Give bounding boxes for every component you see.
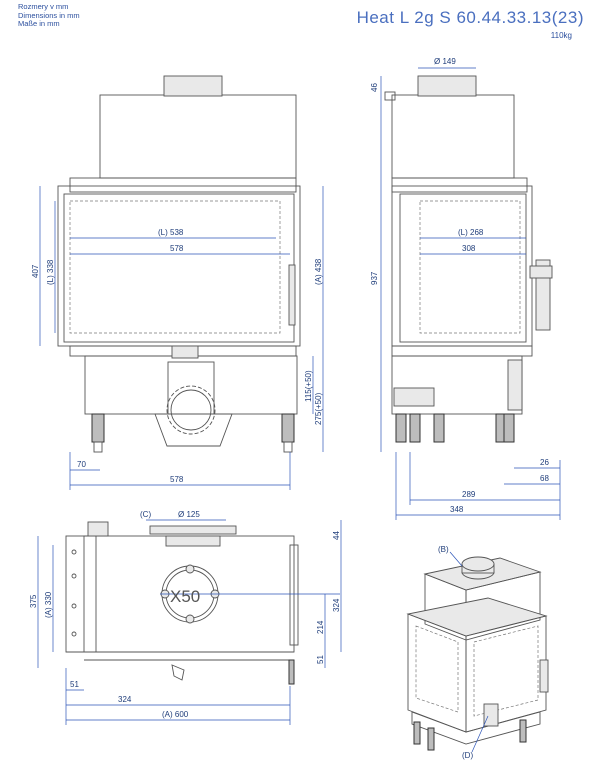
side-dim-bottom-289: 289 (462, 490, 476, 499)
side-dim-top-46: 46 (370, 83, 379, 92)
front-dim-height-438: (A) 438 (314, 258, 323, 285)
top-dim-214: 214 (316, 620, 325, 634)
front-dim-leg-115: 115(+50) (304, 370, 313, 402)
top-dim-51-right: 51 (316, 655, 325, 664)
units-note: Rozmery v mm Dimensions in mm Maße in mm (18, 2, 80, 29)
top-dim-375: 375 (29, 594, 38, 608)
top-center-label: X50 (170, 587, 200, 606)
iso-label-d: (D) (462, 751, 473, 760)
units-cz: Rozmery v mm (18, 2, 69, 11)
top-dim-44: 44 (332, 531, 341, 540)
side-dim-glass-width: (L) 268 (458, 228, 484, 237)
model-title: Heat L 2g S 60.44.33.13(23) (356, 8, 584, 27)
front-dim-bottom-70: 70 (77, 460, 86, 469)
top-dim-600: (A) 600 (162, 710, 189, 719)
top-dim-51-bottom: 51 (70, 680, 79, 689)
front-dim-height-407: 407 (31, 264, 40, 278)
weight-label: 110kg (550, 31, 572, 40)
top-dim-330: (A) 330 (44, 591, 53, 618)
front-dim-bottom-578: 578 (170, 475, 184, 484)
iso-view: (B) (D) (406, 545, 549, 760)
front-view: (L) 538 578 407 (L) 338 (A) 438 115(+50)… (31, 75, 324, 490)
side-dim-inner-width: 308 (462, 244, 476, 253)
iso-label-b: (B) (438, 545, 449, 554)
units-en: Dimensions in mm (18, 10, 80, 20)
front-dim-glass-width: (L) 538 (158, 228, 184, 237)
side-dim-flue: Ø 149 (434, 57, 456, 66)
top-view: (C) Ø 125 44 375 (A) 330 X50 324 214 51 … (29, 510, 342, 725)
front-dim-height-338: (L) 338 (46, 259, 55, 285)
side-dim-right-68: 68 (540, 474, 549, 483)
side-view: 46 Ø 149 937 (L) 268 308 26 68 289 348 (370, 57, 561, 520)
top-label-c: (C) (140, 510, 151, 519)
side-dim-total-937: 937 (370, 271, 379, 285)
front-dim-leg-275: 275(+50) (314, 392, 323, 425)
top-dim-flue: Ø 125 (178, 510, 200, 519)
units-de: Maße in mm (18, 19, 60, 28)
front-dim-inner-width: 578 (170, 244, 184, 253)
side-dim-right-26: 26 (540, 458, 549, 467)
top-dim-324-right: 324 (332, 598, 341, 612)
top-dim-324-bottom: 324 (118, 695, 132, 704)
side-dim-bottom-348: 348 (450, 505, 464, 514)
